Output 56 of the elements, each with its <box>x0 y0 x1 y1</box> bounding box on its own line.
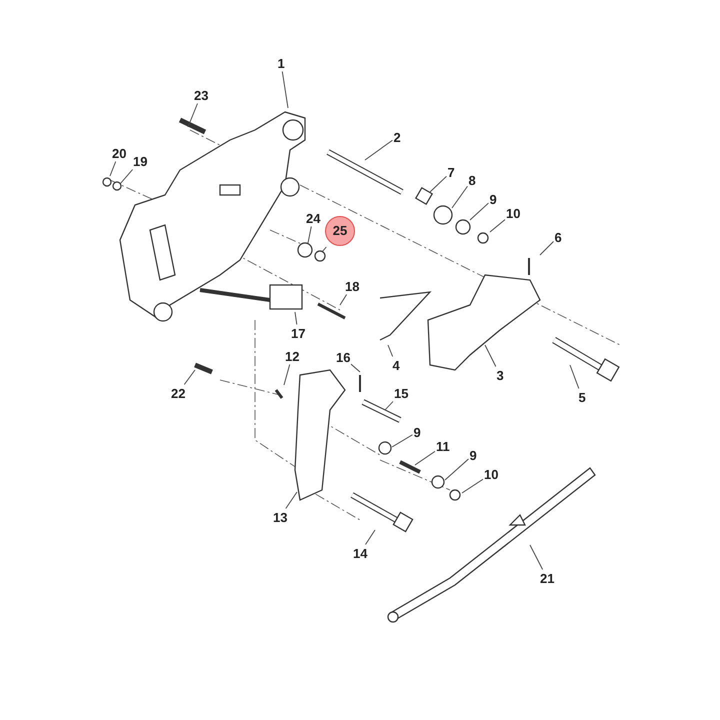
leader-line <box>350 364 360 372</box>
callout-number: 8 <box>468 172 476 188</box>
callout-number: 2 <box>394 130 401 144</box>
callout-number: 14 <box>353 546 368 560</box>
callout-number: 10 <box>506 206 520 220</box>
callout-number: 7 <box>448 164 455 180</box>
leader-line <box>284 364 290 386</box>
leader-line <box>392 434 413 448</box>
leader-line <box>365 530 376 545</box>
callout-number: 5 <box>578 390 586 404</box>
leader-line <box>120 169 134 184</box>
callout-number: 15 <box>394 386 408 400</box>
leader-line <box>388 344 394 357</box>
callout-number: 23 <box>194 88 208 102</box>
leader-line <box>294 312 298 325</box>
callout-number: 3 <box>496 368 504 382</box>
leader-line <box>452 186 468 208</box>
callout-number: 24 <box>306 210 320 226</box>
callout-number: 17 <box>291 326 306 340</box>
callout-number: 22 <box>171 386 186 400</box>
callout-number: 21 <box>540 570 554 586</box>
highlighted-callout-number: 25 <box>325 216 355 246</box>
leader-line <box>570 364 580 389</box>
leader-line <box>188 103 198 128</box>
callout-number: 9 <box>490 192 497 206</box>
callout-number: 16 <box>336 350 350 364</box>
leader-line <box>484 344 496 367</box>
callout-number: 4 <box>392 358 400 372</box>
callout-number: 20 <box>112 146 126 160</box>
leader-line <box>384 401 394 410</box>
leader-line <box>322 246 327 252</box>
callout-number: 19 <box>133 154 148 168</box>
leader-line <box>430 176 447 192</box>
leader-line <box>540 241 554 256</box>
leader-line <box>110 161 116 176</box>
leader-line <box>282 71 288 108</box>
callout-number: 6 <box>554 230 562 244</box>
callout-number: 18 <box>345 278 360 294</box>
leader-line <box>444 458 469 480</box>
callout-number: 10 <box>484 466 498 482</box>
callout-number: 13 <box>273 510 288 524</box>
leader-line <box>470 202 489 220</box>
leader-line <box>462 478 484 494</box>
callout-number: 9 <box>470 448 477 462</box>
leader-line <box>490 219 506 232</box>
callout-number: 1 <box>278 56 285 70</box>
leader-line <box>530 544 544 570</box>
callout-number: 12 <box>285 348 300 364</box>
leader-line <box>364 140 393 160</box>
leader-line <box>308 226 312 244</box>
leader-line <box>285 492 298 509</box>
leader-line <box>184 370 196 385</box>
leader-line <box>414 450 436 466</box>
callout-number: 11 <box>436 438 450 454</box>
callout-number: 9 <box>414 424 421 440</box>
leader-line <box>340 294 348 306</box>
